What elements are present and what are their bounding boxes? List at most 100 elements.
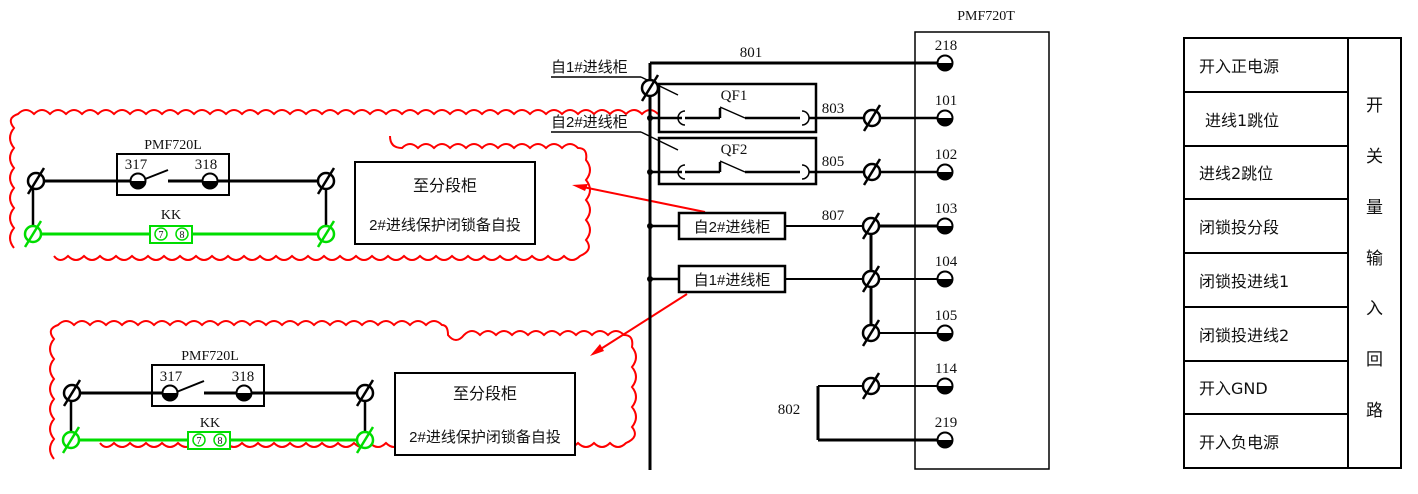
note-box (394, 372, 576, 456)
device-main-box (914, 31, 1050, 470)
note-line1: 至分段柜 (453, 385, 517, 403)
detail-top: PMF720L 317 318 7 8 KK 至分段柜 2#进线保护闭锁备自投 (9, 109, 659, 261)
terminal-label: 101 (935, 93, 958, 109)
breaker-qf2-box (657, 136, 818, 186)
device-label: PMF720L (181, 349, 239, 364)
terminal-label: 219 (935, 415, 958, 431)
side-title-char: 回 (1366, 350, 1383, 371)
note-box (354, 161, 536, 245)
detail-bottom: PMF720L 317 318 7 8 KK 至分段柜 2#进线保护闭锁备自投 (49, 320, 637, 460)
input-legend-table: 开入正电源 进线1跳位 进线2跳位 闭锁投分段 闭锁投进线1 闭锁投进线2 开入… (1183, 37, 1402, 469)
legend-row: 进线1跳位 (1185, 93, 1347, 147)
side-title-char: 路 (1366, 401, 1383, 422)
switch-pin-8: 8 (218, 436, 223, 447)
switch-label-kk: KK (161, 208, 181, 223)
side-title-char: 量 (1366, 197, 1383, 218)
main-circuit: 801 自1#进线柜 自2#进线柜 QF1 803 QF2 (551, 9, 1050, 470)
legend-row: 开入负电源 (1199, 433, 1280, 453)
contact-box-bottom-label: 自1#进线柜 (694, 272, 771, 289)
pin-label-318: 318 (195, 157, 218, 173)
arrow-to-top-detail (572, 184, 706, 213)
revision-cloud-top (9, 109, 659, 261)
contact-pin-318 (201, 172, 219, 190)
terminal-label: 114 (935, 361, 957, 377)
legend-row: 闭锁投进线1 (1185, 254, 1347, 308)
side-title-char: 输 (1366, 248, 1383, 269)
breaker-qf1-box (657, 82, 818, 134)
note-line1: 至分段柜 (413, 177, 477, 195)
contact-pin-317 (129, 172, 147, 190)
terminal-219: 219 (935, 415, 958, 449)
device-main-label: PMF720T (957, 9, 1015, 24)
pin-label-318: 318 (232, 369, 255, 385)
legend-side-title: 开 关 量 输 入 回 路 (1349, 39, 1400, 467)
terminal-icon (861, 211, 881, 241)
breaker-label-qf2: QF2 (721, 142, 748, 158)
switch-pin-8: 8 (180, 230, 185, 241)
side-title-char: 关 (1366, 146, 1383, 167)
switch-pin-7: 7 (197, 436, 202, 447)
device-pin-icon (936, 324, 954, 342)
device-box-pmf720l (151, 364, 265, 407)
contact-box-top-label: 自2#进线柜 (694, 219, 771, 236)
note-line2: 2#进线保护闭锁备自投 (409, 429, 561, 446)
legend-rows: 开入正电源 进线1跳位 进线2跳位 闭锁投分段 闭锁投进线1 闭锁投进线2 开入… (1185, 39, 1349, 467)
terminal-icon (862, 103, 882, 133)
wire-label-801: 801 (740, 45, 763, 61)
terminal-icon (861, 371, 881, 401)
terminal-label: 105 (935, 308, 958, 324)
terminal-102: 102 (935, 147, 958, 181)
switch-label-kk: KK (200, 416, 220, 431)
terminal-green-icon (355, 425, 375, 455)
device-pin-icon (936, 163, 954, 181)
terminal-label: 218 (935, 38, 958, 54)
contact-pin-317 (161, 384, 179, 402)
terminal-101: 101 (935, 93, 958, 127)
terminal-103: 103 (935, 201, 958, 235)
device-box-pmf720l (116, 153, 230, 196)
terminal-114: 114 (935, 361, 957, 395)
terminal-label: 104 (935, 254, 958, 270)
arrow-to-bottom-detail (590, 293, 688, 356)
terminal-icon (861, 264, 881, 294)
terminal-icon (26, 166, 46, 196)
legend-row: 闭锁投分段 (1185, 200, 1347, 254)
source-label-1: 自1#进线柜 (551, 59, 628, 76)
device-label: PMF720L (144, 138, 202, 153)
side-title-char: 开 (1366, 95, 1383, 116)
pin-label-317: 317 (125, 157, 148, 173)
wire-label-802: 802 (778, 402, 801, 418)
side-title-char: 入 (1366, 299, 1383, 320)
device-pin-icon (936, 109, 954, 127)
terminal-104: 104 (935, 254, 958, 288)
switch-pin-7: 7 (159, 230, 164, 241)
device-pin-icon (936, 431, 954, 449)
pin-label-317: 317 (160, 369, 183, 385)
terminal-label: 103 (935, 201, 958, 217)
device-pin-icon (936, 270, 954, 288)
device-pin-icon (936, 54, 954, 72)
terminal-green-icon (316, 219, 336, 249)
device-pin-icon (936, 217, 954, 235)
legend-row: 进线2跳位 (1185, 147, 1347, 201)
terminal-218: 218 (935, 38, 958, 72)
wire-label-803: 803 (822, 101, 845, 117)
source-label-2: 自2#进线柜 (551, 114, 628, 131)
note-line2: 2#进线保护闭锁备自投 (369, 217, 521, 234)
wire-label-805: 805 (822, 154, 845, 170)
terminal-green-icon (23, 219, 43, 249)
revision-cloud-bottom (49, 320, 637, 460)
terminal-green-icon (61, 425, 81, 455)
terminal-105: 105 (935, 308, 958, 342)
wire-label-807: 807 (822, 208, 845, 224)
legend-row: 开入正电源 (1185, 39, 1347, 93)
terminal-icon (862, 157, 882, 187)
device-pin-icon (936, 377, 954, 395)
terminal-icon (861, 318, 881, 348)
contact-pin-318 (235, 384, 253, 402)
legend-row: 开入GND (1185, 362, 1347, 416)
legend-row: 闭锁投进线2 (1185, 308, 1347, 362)
terminal-label: 102 (935, 147, 958, 163)
breaker-label-qf1: QF1 (721, 88, 748, 104)
